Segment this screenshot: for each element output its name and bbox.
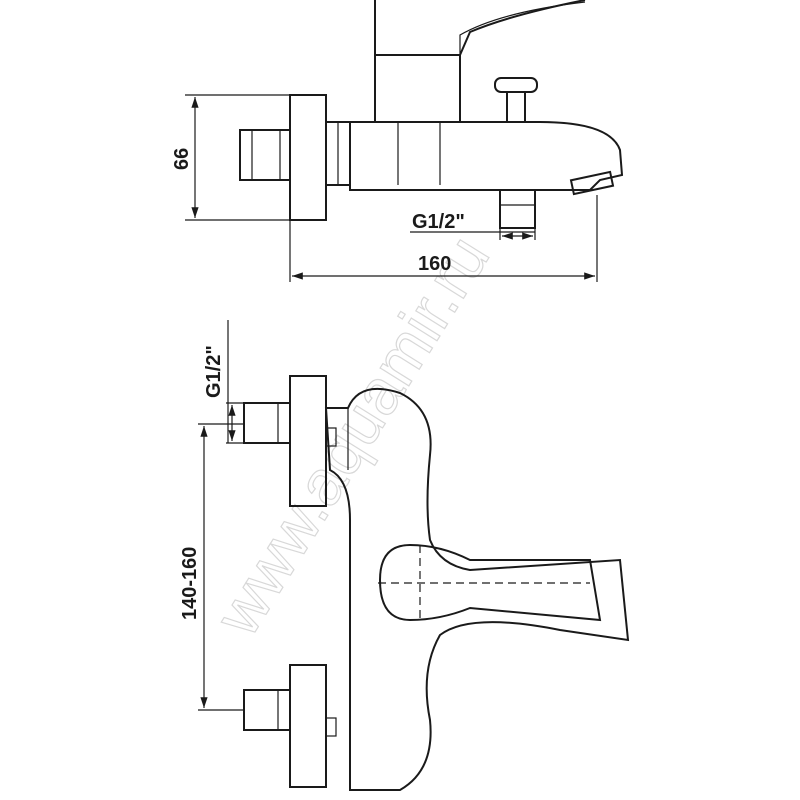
dim-66: 66 xyxy=(171,148,193,170)
bottom-outlet xyxy=(499,189,536,229)
aerator xyxy=(569,170,615,196)
diverter-knob xyxy=(494,77,538,93)
dim-160: 160 xyxy=(418,253,451,275)
lower-inlet-nut xyxy=(243,689,291,731)
dim-140-160: 140-160 xyxy=(179,547,201,620)
diverter-stem xyxy=(506,91,526,123)
dim-thread-side: G1/2" xyxy=(203,345,225,398)
body-spout xyxy=(349,121,624,191)
cartridge xyxy=(374,54,461,123)
lower-wall-plate xyxy=(289,664,327,788)
watermark: www.aquamir.ru xyxy=(200,223,503,648)
mixer-body xyxy=(324,387,630,791)
side-view: G1/2" 140-160 xyxy=(179,320,630,791)
inlet-nut xyxy=(239,129,291,181)
upper-inlet-nut xyxy=(243,402,291,444)
lever-handle xyxy=(378,543,602,622)
wall-plate xyxy=(289,94,327,221)
dim-thread-top: G1/2" xyxy=(412,211,465,233)
top-view: 66 G1/2" 160 xyxy=(171,0,624,282)
lever-top xyxy=(374,0,586,56)
